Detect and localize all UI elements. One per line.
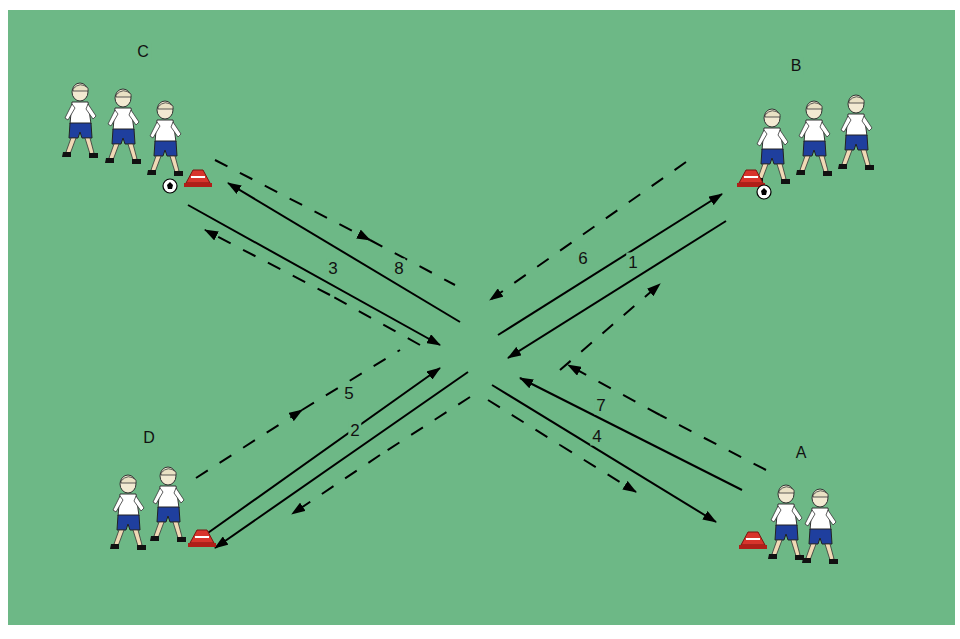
callout-number: 5 (342, 384, 355, 403)
callout-number: 2 (348, 421, 361, 440)
dashed-run-lines (196, 160, 766, 514)
callout-number: 3 (326, 259, 339, 278)
group-letter: A (794, 444, 809, 462)
player-group-a (739, 485, 838, 564)
callout-number: 7 (594, 396, 607, 415)
group-letter: B (789, 57, 804, 75)
player-group-c (62, 83, 212, 193)
group-letter: C (135, 43, 151, 61)
group-letter: D (141, 429, 157, 447)
callout-number: 1 (626, 253, 639, 272)
player-group-b (737, 95, 874, 199)
callout-number: 8 (392, 259, 405, 278)
pitch (8, 10, 955, 625)
player-group-d (110, 467, 216, 550)
solid-pass-lines (188, 183, 742, 548)
callout-number: 6 (576, 249, 589, 268)
callout-number: 4 (590, 427, 603, 446)
